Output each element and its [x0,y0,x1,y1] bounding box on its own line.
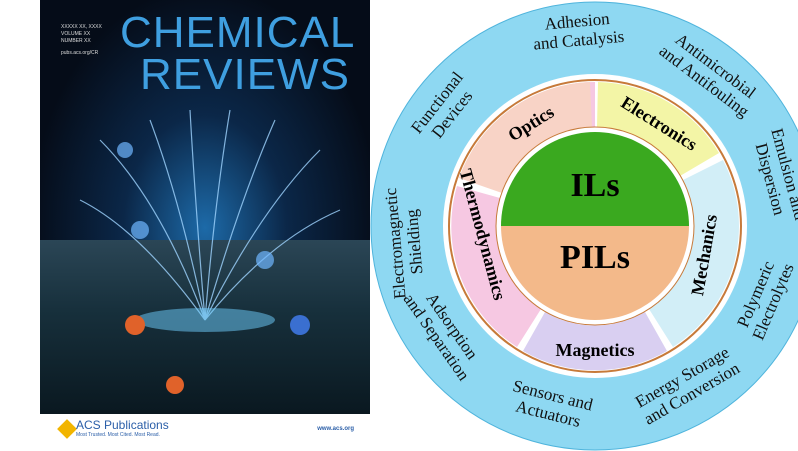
cover-artwork: XXXXX XX, XXXX VOLUME XX NUMBER XX pubs.… [40,0,370,414]
segment-electronics [597,82,719,176]
publisher-name: ACS Publications [76,418,169,432]
title-line-1: CHEMICAL [120,8,356,57]
inner-ring-inner-border [495,126,695,326]
publisher-website: www.acs.org [317,426,354,432]
pils-half [501,226,689,320]
journal-url: pubs.acs.org/CR [61,50,99,56]
ils-half [501,132,689,226]
label-magnetics: Magnetics [556,340,635,360]
segment-mechanics [649,160,739,347]
issue-date: XXXXX XX, XXXX [61,24,102,30]
fiber-fountain-illustration [79,109,341,394]
journal-title: CHEMICAL REVIEWS [120,8,356,99]
segment-magnetics [523,312,667,371]
issue-info: XXXXX XX, XXXX VOLUME XX NUMBER XX pubs.… [61,24,102,57]
segment-thermodynamics [451,186,541,347]
title-line-2: REVIEWS [140,50,350,99]
label-pils: PILs [560,239,630,276]
segment-optics [459,82,592,193]
label-ils: ILs [570,167,619,204]
inner-ring-border [448,79,742,373]
journal-cover: XXXXX XX, XXXX VOLUME XX NUMBER XX pubs.… [40,0,370,451]
publisher-tagline: Most Trusted. Most Cited. Most Read. [76,432,160,438]
volume: VOLUME XX [61,31,91,37]
number: NUMBER XX [61,38,91,44]
